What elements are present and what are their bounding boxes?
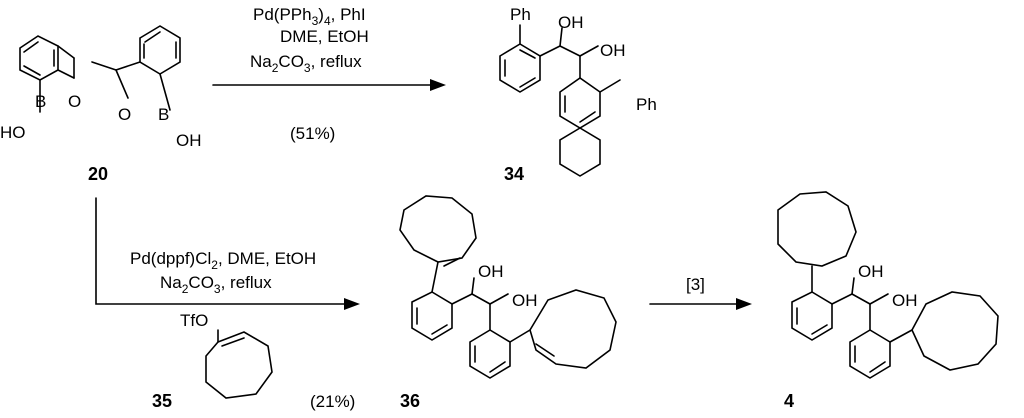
atom-oh-34-b: OH <box>600 41 626 60</box>
compound-label-34: 34 <box>504 164 524 184</box>
compound-4-structure <box>777 191 999 379</box>
arrowhead-top <box>430 79 446 91</box>
atom-b-left: B <box>35 92 46 111</box>
arrowhead-final <box>736 298 752 310</box>
compound-label-35: 35 <box>152 391 172 411</box>
atom-oh-4-b: OH <box>892 291 918 310</box>
conditions-bottom-line2: Na2CO3, reflux <box>160 273 272 296</box>
yield-bottom: (21%) <box>310 392 355 411</box>
atom-ph-34-right: Ph <box>636 95 657 114</box>
reaction-arrow-bottom <box>95 197 353 305</box>
compound-label-20: 20 <box>88 164 108 184</box>
atom-tfo: TfO <box>180 311 208 330</box>
atom-oh-right: OH <box>176 131 202 150</box>
compound-label-36: 36 <box>400 391 420 411</box>
atom-oh-34-a: OH <box>558 13 584 32</box>
atom-o-right: O <box>118 105 131 124</box>
conditions-bottom-line1: Pd(dppf)Cl2, DME, EtOH <box>130 249 316 272</box>
atom-ph-34-top: Ph <box>510 5 531 24</box>
atom-oh-36-a: OH <box>478 262 504 281</box>
atom-ho-left: HO <box>0 123 26 142</box>
atom-oh-36-b: OH <box>512 291 538 310</box>
compound-20-structure <box>19 25 181 113</box>
atom-b-right: B <box>158 105 169 124</box>
atom-oh-4-a: OH <box>858 262 884 281</box>
atom-o-left: O <box>68 92 81 111</box>
compound-label-4: 4 <box>784 391 794 411</box>
reference-label: [3] <box>686 275 705 294</box>
compound-34-structure <box>499 24 621 177</box>
yield-top: (51%) <box>290 124 335 143</box>
compound-35-structure <box>205 329 273 399</box>
conditions-top-line2: DME, EtOH <box>280 27 369 46</box>
conditions-top-line1: Pd(PPh3)4, PhI <box>253 5 366 28</box>
arrowhead-bottom <box>344 298 360 310</box>
conditions-top-line3: Na2CO3, reflux <box>250 52 362 75</box>
compound-36-structure <box>399 195 617 379</box>
